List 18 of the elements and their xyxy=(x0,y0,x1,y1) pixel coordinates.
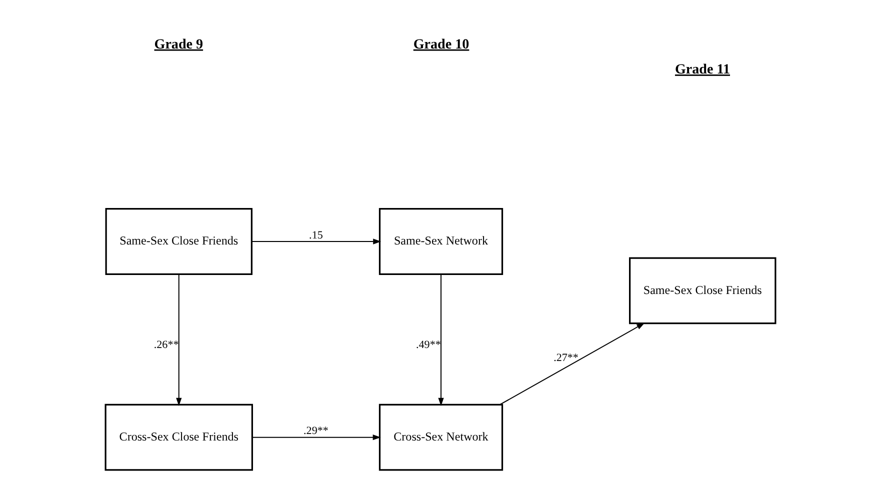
edge-label: .27** xyxy=(554,351,578,364)
label: Grade 9 xyxy=(154,36,204,52)
edge-label: .26** xyxy=(154,338,179,351)
label: Grade 11 xyxy=(675,60,730,77)
edge-label: .15 xyxy=(309,228,323,241)
arrow xyxy=(500,322,645,405)
arrow xyxy=(252,434,381,440)
node-box: Cross-Sex Close Friends xyxy=(104,403,253,470)
node-box: Same-Sex Close Friends xyxy=(105,208,252,274)
node-box: Same-Sex Network xyxy=(378,208,504,274)
edge-label: .29** xyxy=(304,424,328,437)
label: Grade 10 xyxy=(413,36,470,52)
node-box: Cross-Sex Network xyxy=(378,403,504,470)
arrow xyxy=(176,274,182,406)
arrow xyxy=(252,238,382,244)
arrow xyxy=(438,274,444,406)
node-box: Same-Sex Close Friends xyxy=(629,256,776,324)
edge-label: .49** xyxy=(416,338,441,351)
